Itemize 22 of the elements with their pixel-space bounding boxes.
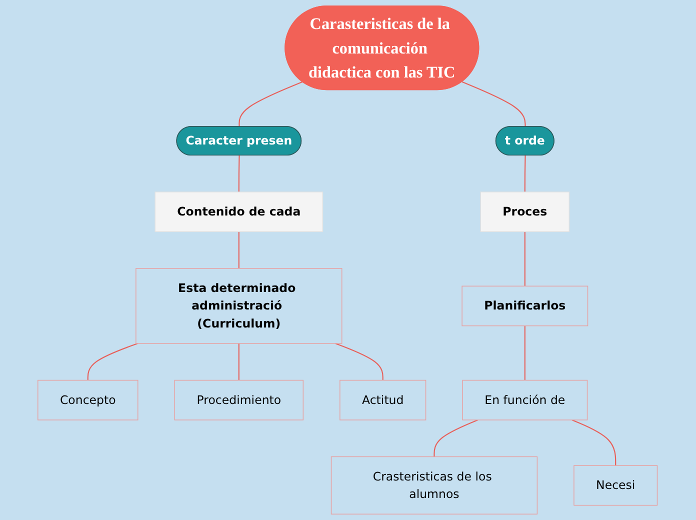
- connector: [88, 342, 138, 380]
- connector: [462, 81, 526, 127]
- node-box: Actitud: [340, 380, 427, 420]
- connector: [336, 342, 384, 380]
- node-box: Contenido de cada: [155, 192, 324, 232]
- connector: [238, 232, 240, 268]
- connector: [434, 419, 478, 457]
- connector: [524, 326, 526, 380]
- connector: [572, 419, 617, 466]
- node-box: Esta determinado administració (Curriculum): [136, 268, 343, 344]
- node-box: Procedimiento: [174, 380, 304, 420]
- node-box: Crasteristicas de los alumnos: [331, 456, 538, 514]
- connector: [524, 232, 526, 286]
- connector: [238, 343, 240, 380]
- node-box: Proces: [480, 192, 570, 232]
- connector: [238, 156, 240, 192]
- node-box: Concepto: [38, 380, 139, 420]
- node-box: Necesi: [574, 465, 658, 506]
- node-box: Planificarlos: [462, 286, 589, 326]
- node-box: En función de: [462, 380, 588, 420]
- connector: [239, 81, 304, 127]
- connector: [524, 156, 526, 192]
